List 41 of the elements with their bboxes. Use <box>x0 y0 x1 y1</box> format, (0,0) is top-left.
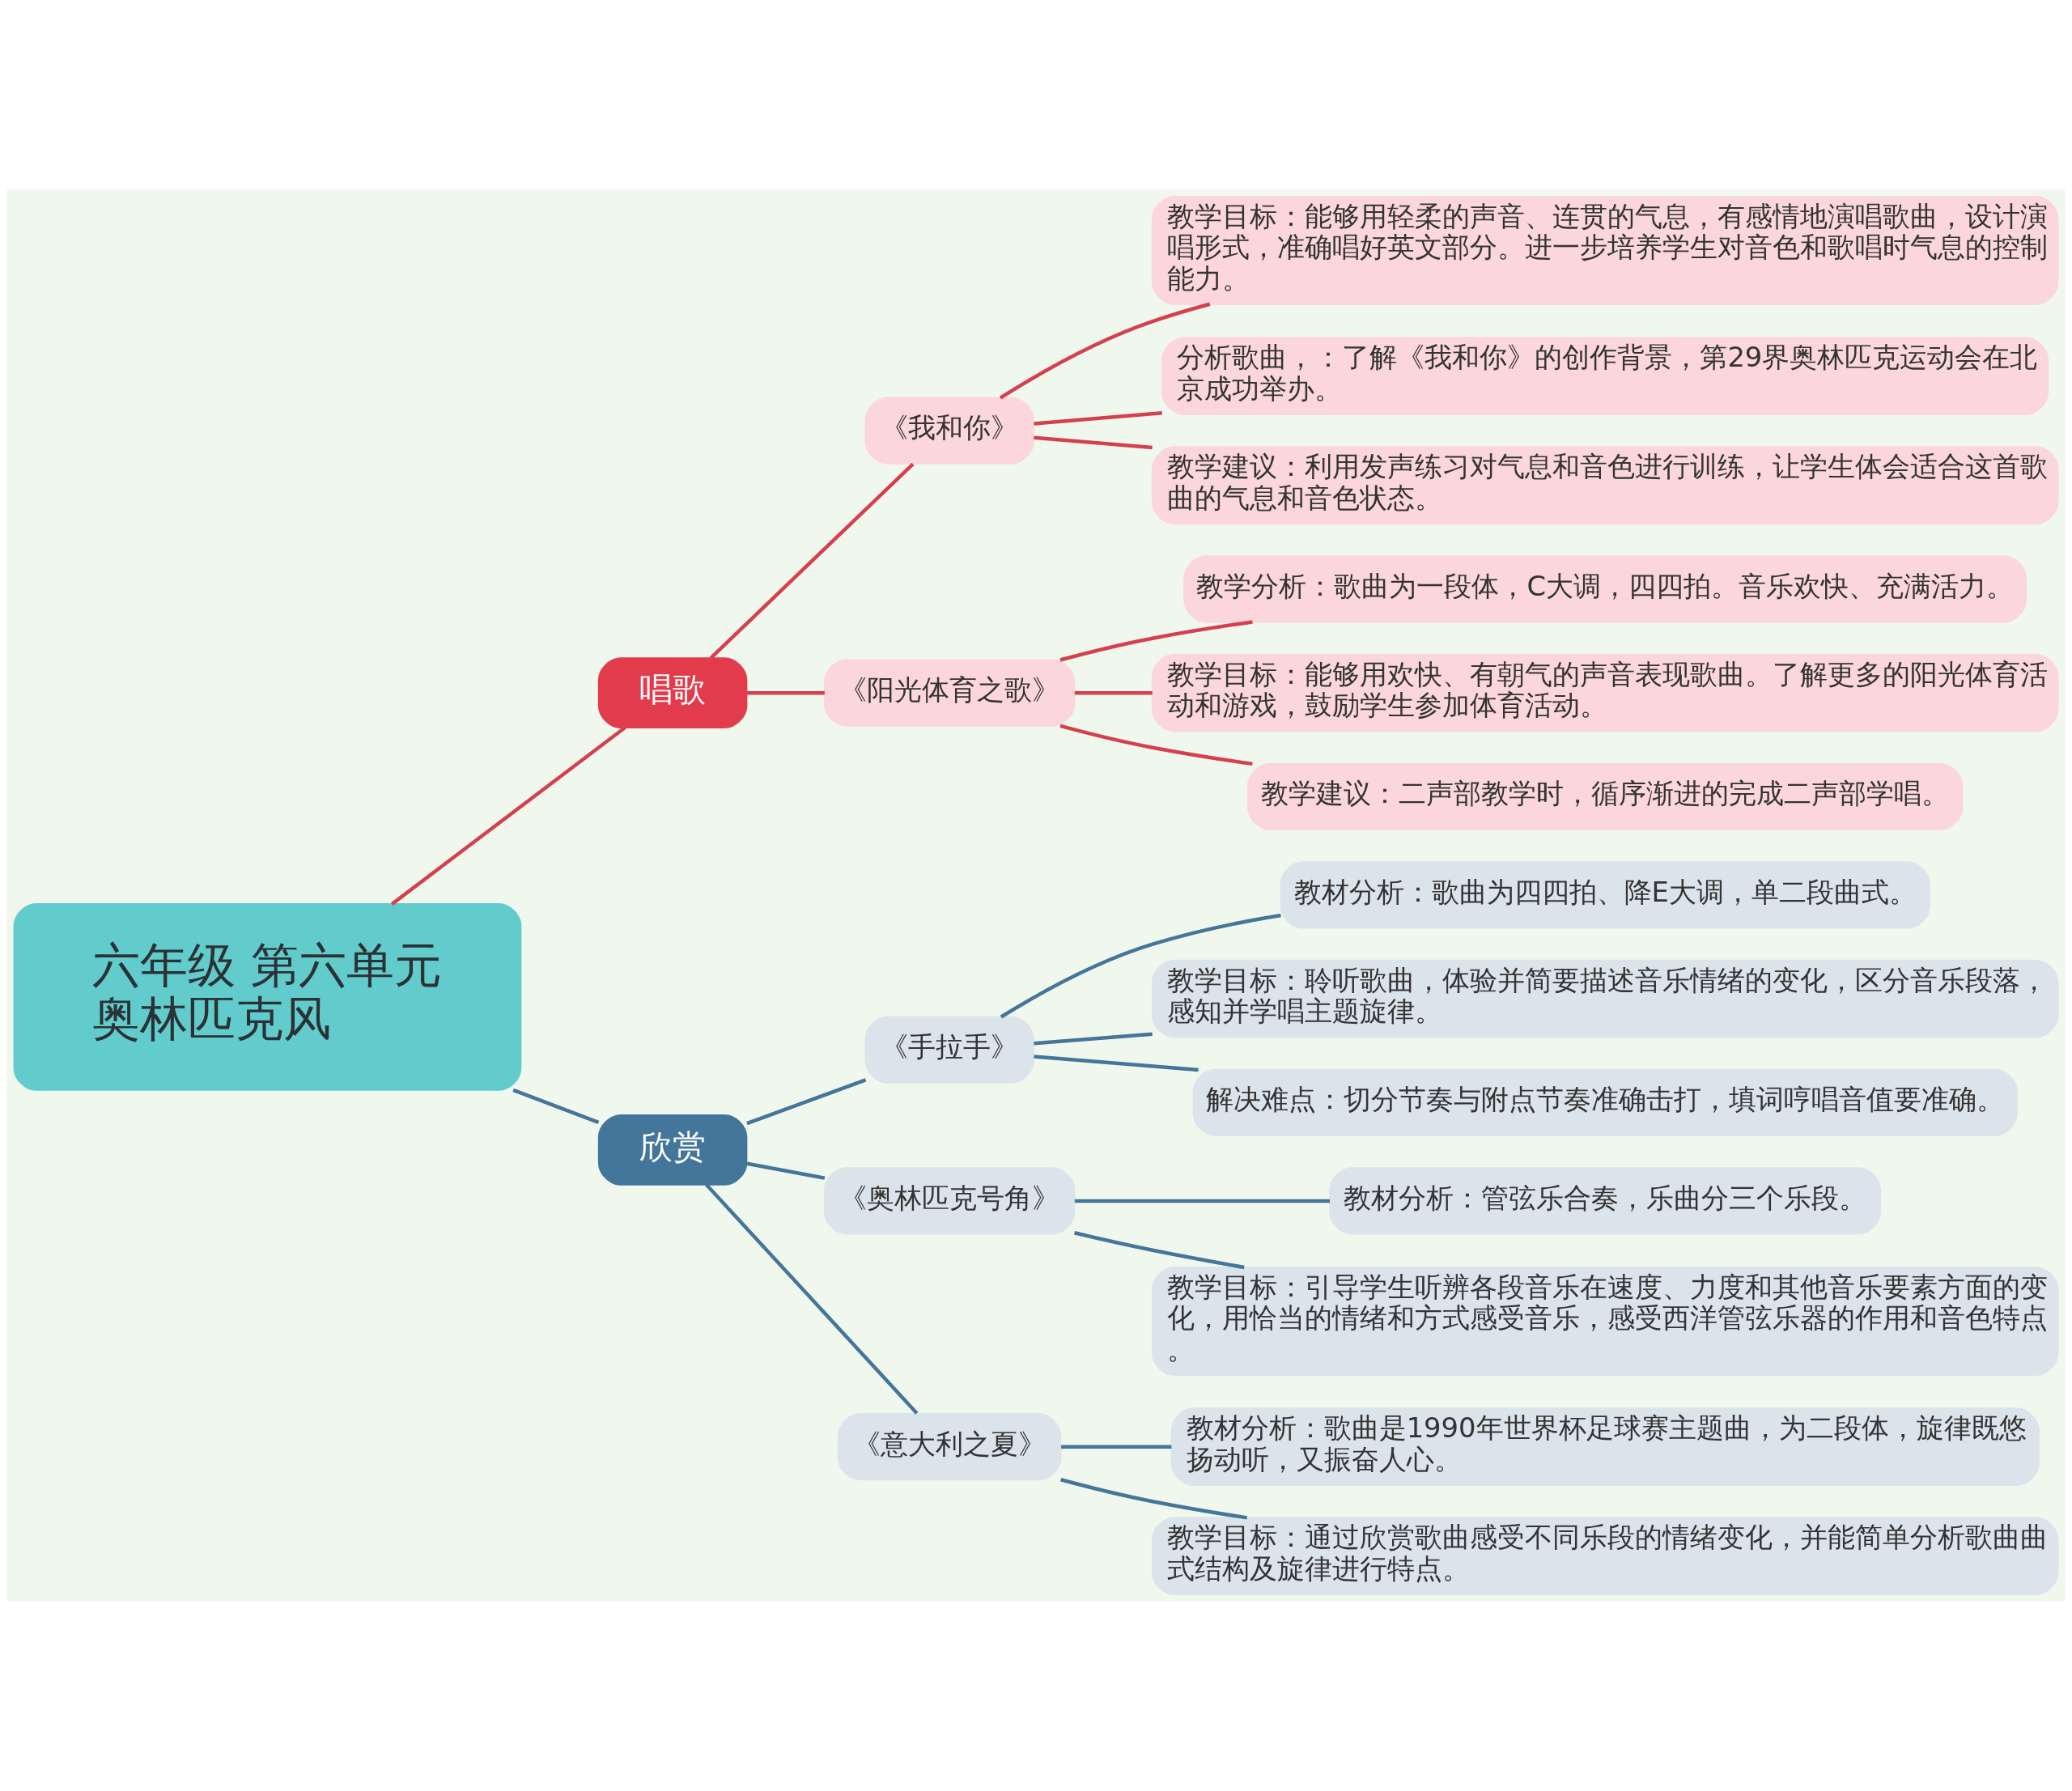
connector <box>1073 1231 1245 1270</box>
connector <box>746 1161 826 1180</box>
connector <box>1059 620 1253 662</box>
connector <box>1034 435 1153 450</box>
connector <box>705 1183 919 1415</box>
node-box: 教学目标：聆听歌曲，体验并简要描述音乐情绪的变化，区分音乐段落，感知并学唱主题旋律。 <box>1151 959 2059 1038</box>
connector <box>1034 411 1162 426</box>
connector <box>1074 1199 1330 1203</box>
connector <box>1000 913 1281 1019</box>
node-box: 《阳光体育之歌》 <box>823 659 1076 727</box>
connector <box>1034 1032 1153 1046</box>
node-box: 教学分析：歌曲为一段体，C大调，四四拍。音乐欢快、充满活力。 <box>1183 555 2027 623</box>
node-box: 六年级 第六单元奥林匹克风 <box>13 903 522 1091</box>
connector <box>1061 1445 1172 1449</box>
node-box: 《我和你》 <box>864 397 1034 465</box>
node-box: 教学建议：二声部教学时，循序渐进的完成二声部学唱。 <box>1247 762 1964 831</box>
node-box: 《手拉手》 <box>864 1016 1034 1084</box>
node-box: 唱歌 <box>597 657 748 729</box>
connector <box>1059 724 1253 766</box>
connector <box>512 1088 600 1125</box>
node-box: 解决难点：切分节奏与附点节奏准确击打，填词哼唱音值要准确。 <box>1192 1068 2018 1137</box>
connector <box>390 726 626 906</box>
node-box: 教学目标：通过欣赏歌曲感受不同乐段的情绪变化，并能简单分析歌曲曲式结构及旋律进行特点。 <box>1151 1517 2059 1596</box>
connector <box>1060 1478 1248 1520</box>
node-box: 教材分析：歌曲为四四拍、降E大调，单二段曲式。 <box>1280 861 1930 929</box>
node-box: 《奥林匹克号角》 <box>823 1167 1076 1235</box>
connector <box>746 690 825 695</box>
connector <box>1074 690 1153 695</box>
connector <box>709 462 915 660</box>
node-box: 教材分析：歌曲是1990年世界杯足球赛主题曲，为二段体，旋律既悠扬动听，又振奋人心。 <box>1170 1407 2040 1487</box>
connector <box>999 302 1211 400</box>
node-box: 教学目标：能够用欢快、有朝气的声音表现歌曲。了解更多的阳光体育活动和游戏，鼓励学生参加体育活动。 <box>1151 653 2059 732</box>
node-box: 教学目标：能够用轻柔的声音、连贯的气息，有感情地演唱歌曲，设计演唱形式，准确唱好英文部分。进一步培养学生对音色和歌唱时气息的控制能力。 <box>1151 195 2059 305</box>
connector <box>1034 1055 1199 1072</box>
node-box: 教材分析：管弦乐合奏，乐曲分三个乐段。 <box>1329 1167 1882 1235</box>
node-box: 《意大利之夏》 <box>837 1413 1062 1481</box>
node-box: 分析歌曲，：了解《我和你》的创作背景，第29界奥林匹克运动会在北京成功举办。 <box>1161 337 2049 415</box>
node-box: 教学目标：引导学生听辨各段音乐在速度、力度和其他音乐要素方面的变化，用恰当的情绪和方式感受音乐，感受西洋管弦乐器的作用和音色特点。 <box>1151 1266 2059 1376</box>
connector <box>746 1078 867 1126</box>
node-box: 欣赏 <box>597 1114 748 1186</box>
node-box: 教学建议：利用发声练习对气息和音色进行训练，让学生体会适合这首歌曲的气息和音色状态。 <box>1151 446 2059 525</box>
